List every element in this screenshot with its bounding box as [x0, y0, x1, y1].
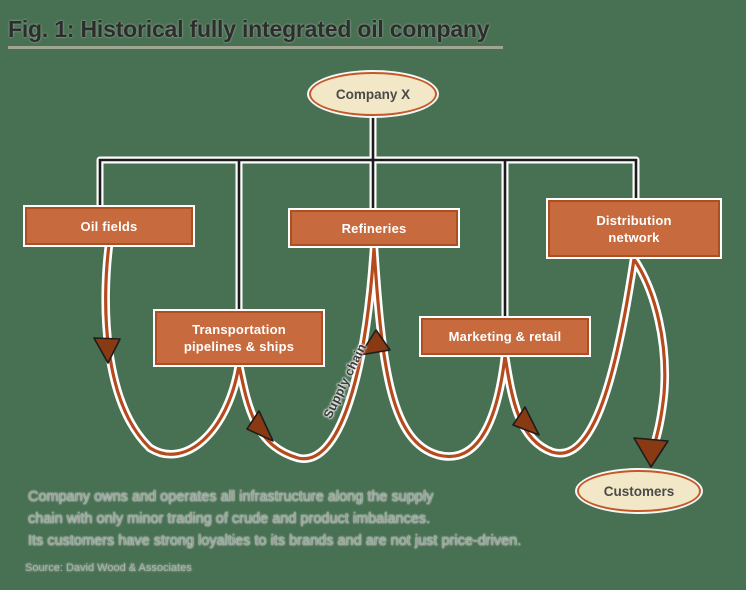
figure-title: Fig. 1: Historical fully integrated oil … — [8, 16, 504, 49]
flow-arrow-icon-3 — [359, 329, 391, 356]
flow-arrow-icon-1 — [93, 337, 121, 364]
node-customers-label: Customers — [603, 483, 675, 499]
node-oil-fields-label: Oil fields — [80, 218, 138, 234]
flow-arrow-icon-5 — [633, 437, 669, 468]
figure-caption: Company owns and operates all infrastruc… — [28, 486, 521, 552]
caption-line: chain with only minor trading of crude a… — [28, 511, 431, 527]
node-transportation-label2: pipelines & ships — [183, 339, 295, 354]
node-refineries-label: Refineries — [341, 220, 407, 236]
caption-line: Company owns and operates all infrastruc… — [28, 489, 434, 505]
node-marketing-retail: Marketing & retail — [421, 318, 589, 355]
source-credit: Source: David Wood & Associates — [25, 562, 192, 574]
flow-arrow-icon-4 — [512, 406, 540, 436]
node-refineries: Refineries — [290, 210, 458, 246]
node-distribution-network-label2: network — [608, 229, 660, 245]
node-distribution-network: Distribution network — [548, 200, 720, 257]
caption-line: Its customers have strong loyalties to i… — [28, 533, 522, 549]
flow-arrow-icon-2 — [246, 410, 274, 442]
node-customers: Customers — [577, 470, 701, 512]
node-oil-fields: Oil fields — [25, 207, 193, 245]
org-connector-lines — [98, 114, 638, 318]
node-marketing-retail-label: Marketing & retail — [448, 329, 562, 344]
node-distribution-network-label: Distribution — [596, 212, 672, 228]
node-transportation-label: Transportation — [192, 322, 286, 337]
node-transportation: Transportation pipelines & ships — [155, 311, 323, 365]
supply-chain-curve — [104, 243, 667, 462]
node-company-x: Company X — [309, 72, 437, 116]
node-company-x-label: Company X — [335, 86, 411, 102]
